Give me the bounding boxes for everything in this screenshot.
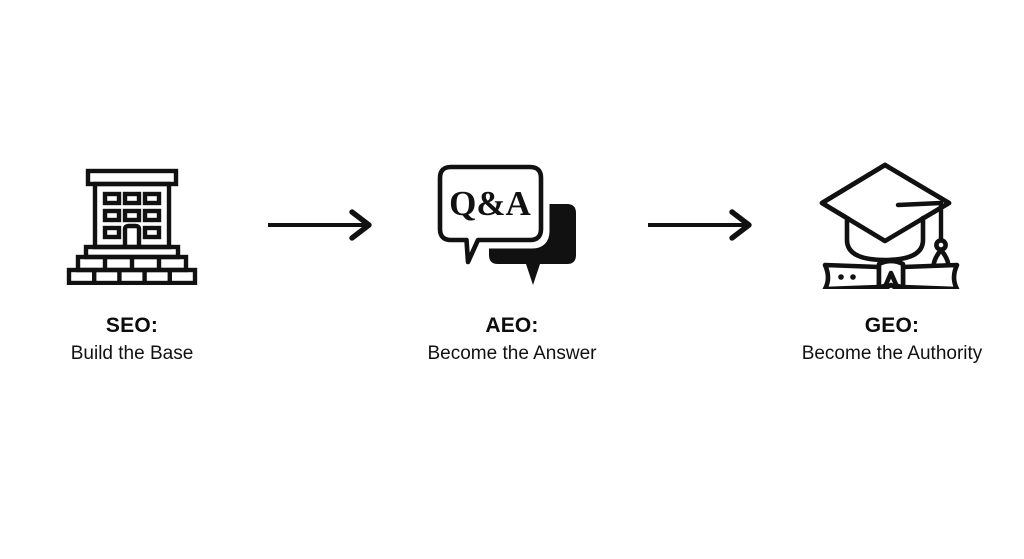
stage-geo-title: GEO: <box>864 314 920 337</box>
arrow-aeo-to-geo <box>637 160 767 290</box>
diploma-dots <box>838 274 856 280</box>
stage-aeo-subtitle: Become the Answer <box>427 342 597 364</box>
graduation-cap-diploma-icon <box>819 162 960 289</box>
office-building-on-brick-foundation-icon <box>66 168 198 285</box>
stage-flow-row: SEO: Build the Base Q&A <box>0 160 1024 400</box>
qa-bubble-text: Q&A <box>449 184 531 223</box>
stage-geo-labels: GEO: Become the Authority <box>802 312 983 367</box>
stage-aeo-labels: AEO: Become the Answer <box>428 312 597 367</box>
stage-aeo: Q&A AEO: Become the Answer <box>387 160 637 367</box>
arrow-right-icon <box>648 209 752 241</box>
stage-seo-title: SEO: <box>105 314 159 337</box>
stage-aeo-icon-wrap: Q&A <box>427 160 597 290</box>
stage-seo-subtitle: Build the Base <box>70 342 194 364</box>
arrow-seo-to-aeo <box>257 160 387 290</box>
stage-geo-icon-wrap <box>817 160 967 290</box>
stage-seo-icon-wrap <box>62 160 202 290</box>
stage-geo-subtitle: Become the Authority <box>801 342 983 364</box>
stage-seo: SEO: Build the Base <box>7 160 257 367</box>
stage-aeo-title: AEO: <box>485 314 539 337</box>
stage-geo: GEO: Become the Authority <box>767 160 1017 367</box>
front-speech-bubble <box>437 164 544 264</box>
arrow-right-icon <box>268 209 372 241</box>
stage-seo-labels: SEO: Build the Base <box>71 312 194 367</box>
qa-speech-bubbles-icon: Q&A <box>431 162 576 285</box>
